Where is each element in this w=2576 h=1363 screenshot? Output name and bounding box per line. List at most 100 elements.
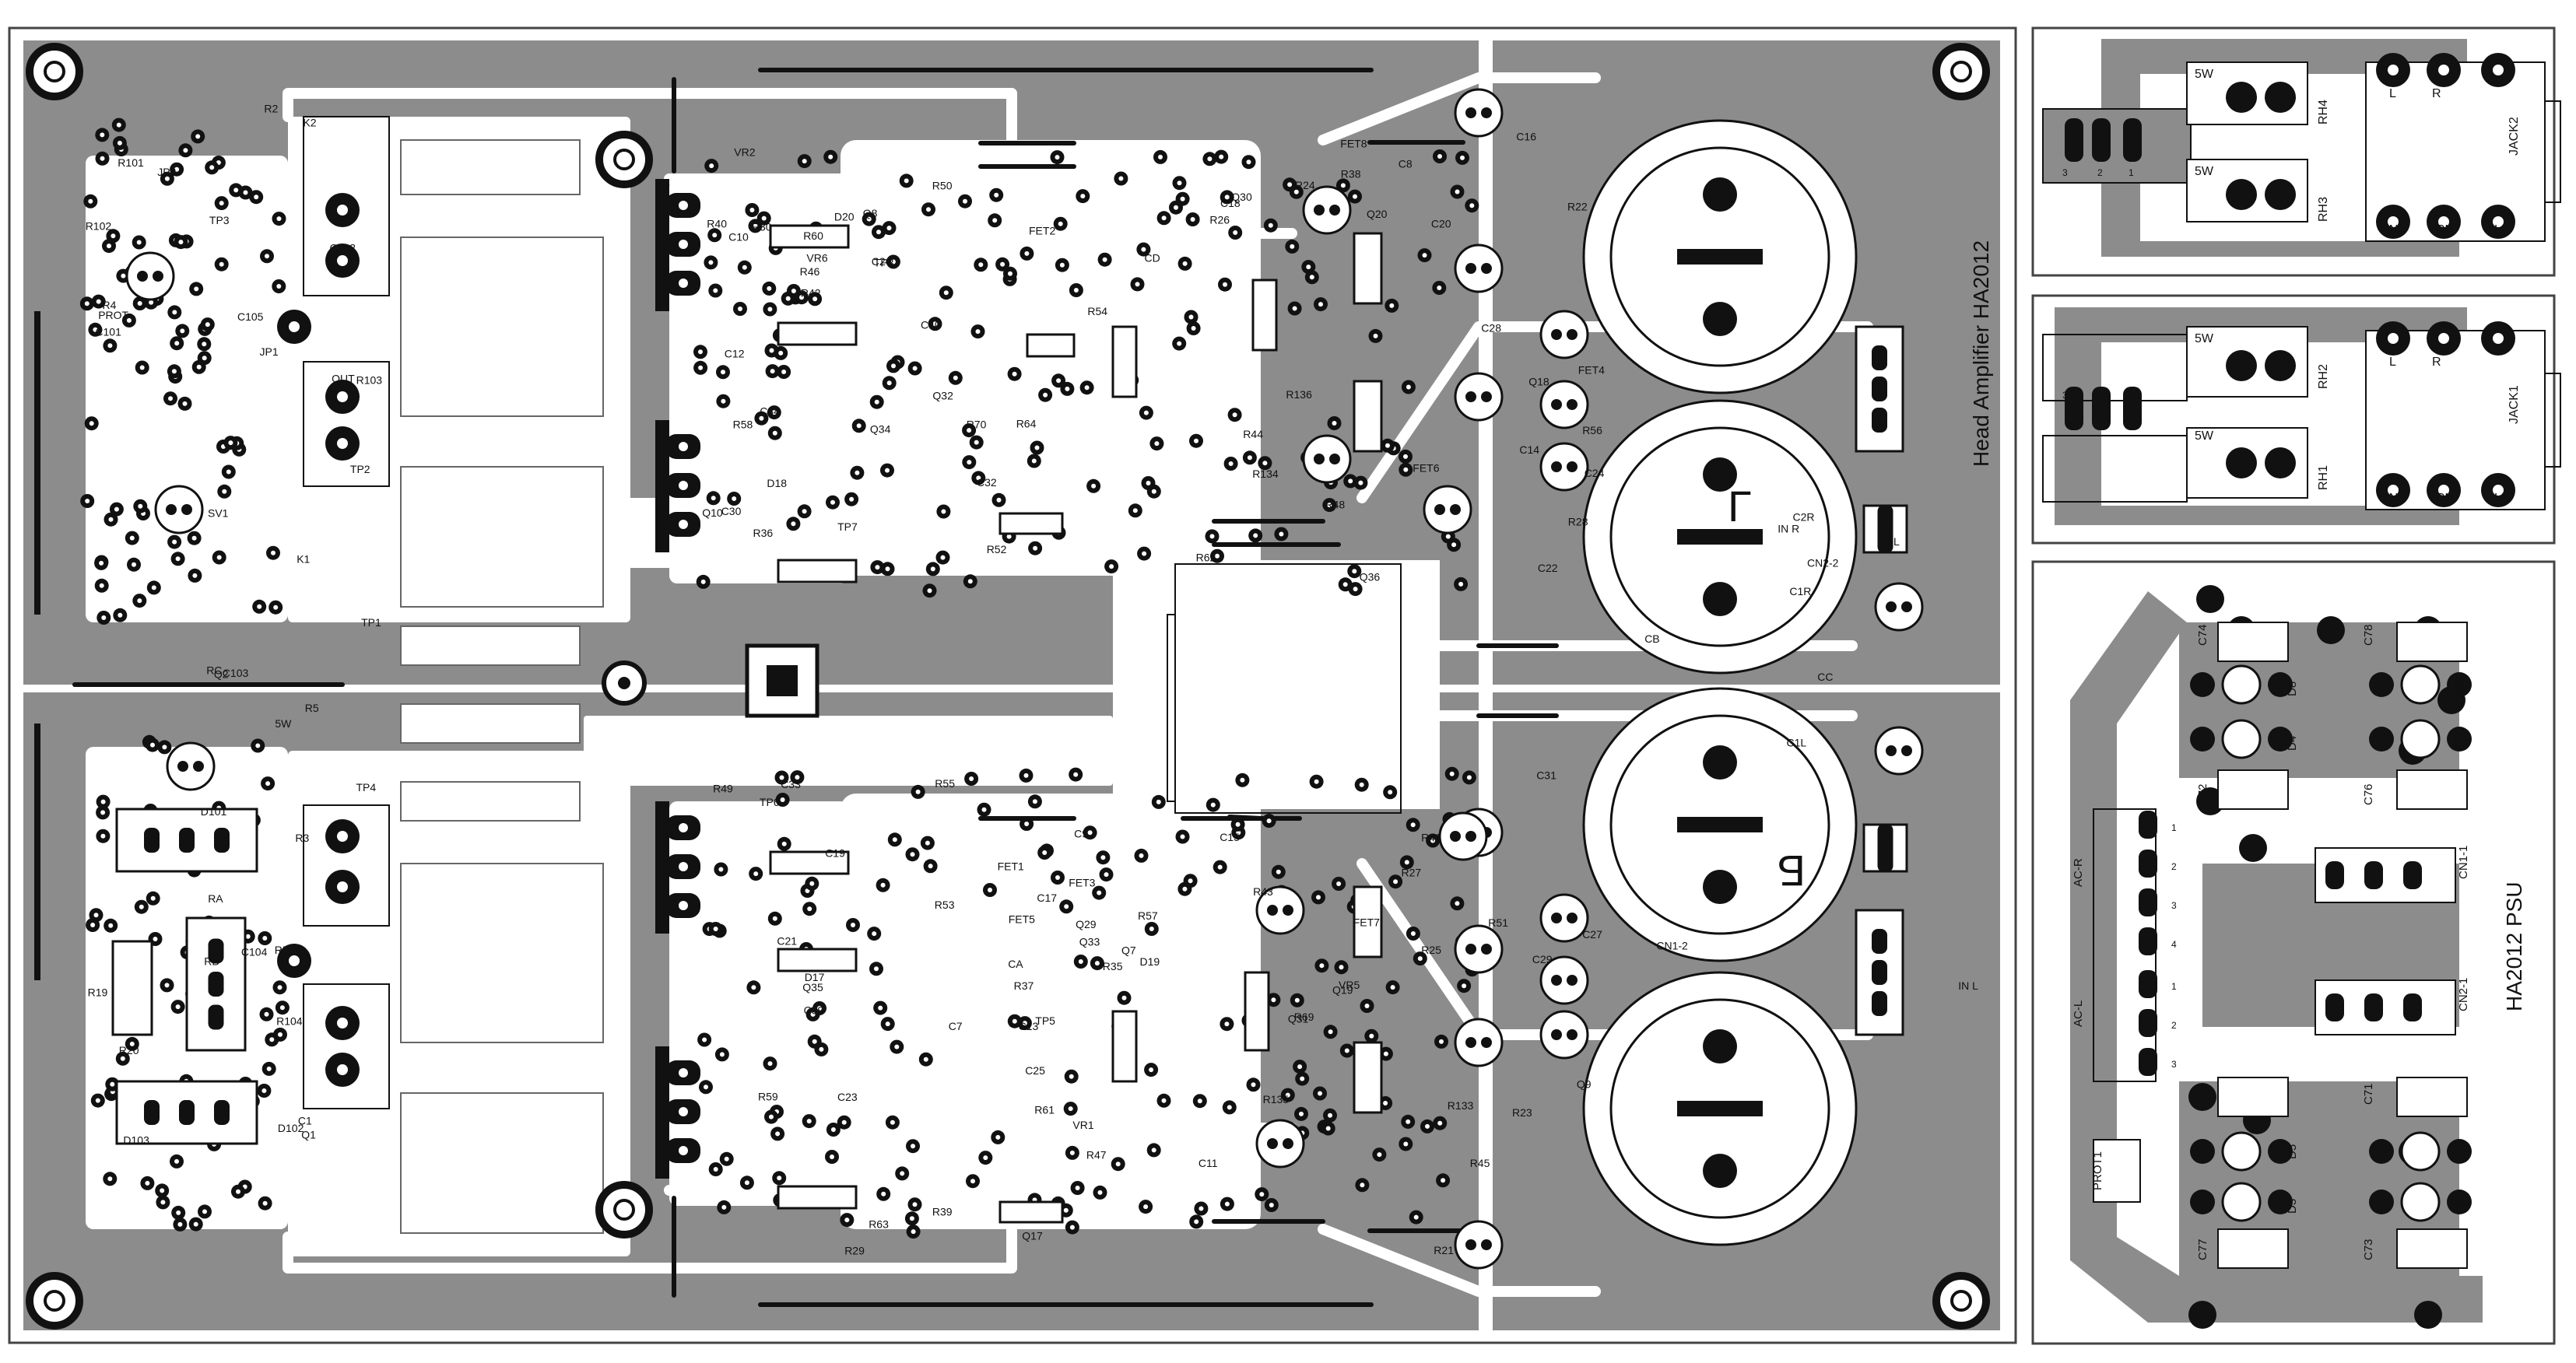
via-drill [885,468,890,473]
via-drill [932,321,938,327]
via-drill [885,1021,890,1027]
via-drill [767,307,773,312]
via-drill [168,396,173,401]
via-drill [1141,247,1146,252]
psu-cap-outline [2396,769,2468,810]
via-drill [976,475,981,481]
capacitor-outline [1539,442,1589,492]
via-drill [1233,230,1238,235]
silk-label: Q7 [1121,944,1136,957]
via-drill [880,882,886,888]
capacitor-outline [1454,244,1504,293]
via-drill [132,562,136,567]
terminal-pin [2123,387,2142,430]
diode-pad [2190,1190,2215,1214]
via-drill [264,1011,269,1017]
via-drill [150,895,156,901]
via-drill [222,489,227,494]
resistor-body [1353,232,1383,305]
silk-label: R35 [1103,960,1123,972]
silk-label: R63 [869,1218,889,1231]
via-drill [1223,282,1227,287]
via-drill [866,216,872,222]
via-drill [1299,1111,1304,1116]
filter-cap-bar [1677,529,1763,545]
via-drill [192,573,198,578]
diode-pad [2369,1139,2394,1164]
silk-label: TP5 [1035,1014,1055,1027]
via-drill [1352,569,1357,574]
via-drill [1246,159,1251,165]
via-drill [1097,890,1102,895]
psu-pad [2317,616,2345,644]
via-drill [85,499,90,503]
connector-pin [1872,345,1887,370]
silk-label: C24 [1585,467,1605,479]
jack-drill [2438,216,2449,227]
via-drill [1422,253,1427,258]
via-drill [1031,458,1037,464]
silk-label: R102 [86,220,112,233]
psu-connector-pin [2364,993,2383,1021]
via-drill [1097,1190,1103,1195]
filter-cap-pad [1703,870,1737,904]
via-drill [265,781,271,787]
capacitor-pad [1465,944,1476,955]
via-drill [812,296,818,302]
via-drill [767,286,772,291]
filter-cap-inner [1609,146,1830,367]
via-drill [172,310,177,315]
via-drill [1182,261,1188,266]
via-drill [1389,303,1395,308]
jack-drill [2493,65,2504,75]
via-drill [202,342,207,347]
via-drill [118,612,123,618]
fet-drill [679,201,688,210]
via-drill [1100,855,1106,860]
connector-pin [1877,528,1893,553]
via-drill [911,1229,916,1235]
via-drill [1385,443,1390,448]
capacitor-outline [1454,1018,1504,1067]
terminal-pin [2065,118,2083,162]
resistor-body [1353,1041,1383,1114]
capacitor-outline [166,741,216,791]
capacitor-pad [1567,1029,1578,1040]
silk-label: K1 [297,553,310,566]
via-drill [975,329,981,335]
diode-pad [2268,672,2293,697]
via-drill [742,265,747,270]
via-drill [769,1114,774,1119]
via-drill [1235,822,1241,827]
silk-label: C103 [223,667,249,679]
main-board-title: Head Amplifier HA2012 [1969,240,1993,467]
via-drill [892,837,897,843]
via-drill [1410,822,1416,828]
via-drill [150,742,155,748]
silk-label: C20 [1431,218,1451,230]
silk-label: R26 [1209,213,1230,226]
psu-connector-pin [2139,927,2157,955]
via-drill [1012,371,1017,377]
via-drill [1340,183,1346,188]
silk-label: Q1 [301,1128,316,1141]
mounting-hole-center [1950,61,1972,82]
via-drill [1319,963,1325,969]
via-drill [107,244,111,249]
via-drill [1227,1105,1232,1110]
silk-label: R42 [801,287,821,300]
silk-label: R61 [1034,1104,1055,1116]
resistor-body [769,850,850,875]
via-drill [100,132,105,138]
filter-cap-bar [1677,1101,1763,1116]
silk-label: C2R [1793,511,1815,524]
silk-label: FET3 [1069,877,1095,889]
via-drill [145,1180,150,1186]
capacitor-pad [1329,205,1340,215]
via-drill [1353,587,1358,592]
via-drill [90,923,96,927]
via-drill [136,240,142,245]
via-drill [1055,155,1060,160]
panel-label: RN [2436,492,2454,505]
